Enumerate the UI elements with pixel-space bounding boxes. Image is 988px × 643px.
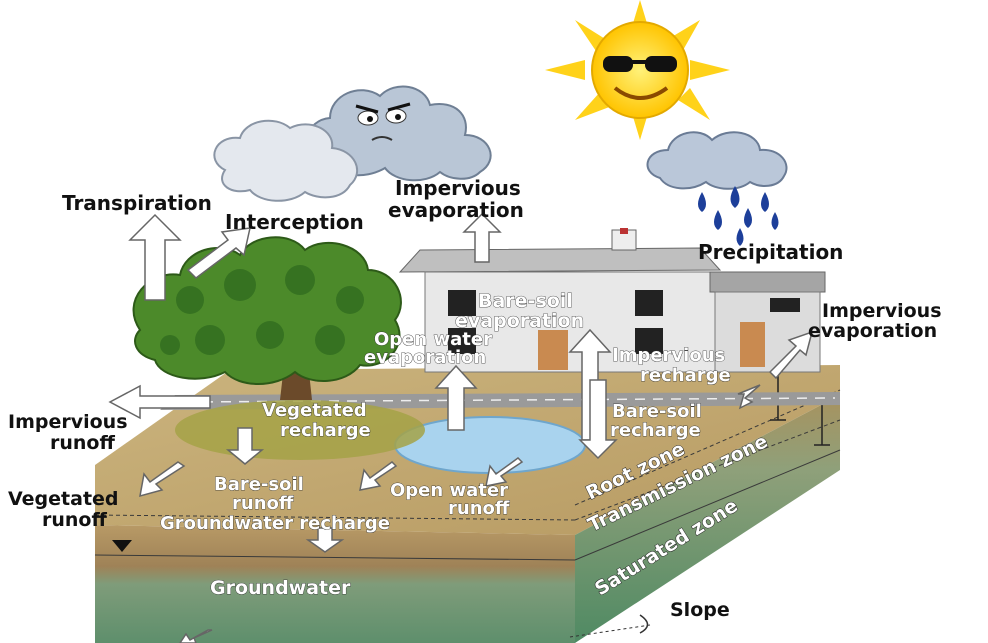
label-bare-soil-recharge-1: Bare-soil xyxy=(612,401,702,422)
label-open-water-runoff-2: runoff xyxy=(448,498,510,519)
lateral-flow-arrow xyxy=(179,629,213,643)
label-groundwater: Groundwater xyxy=(210,577,351,599)
label-bare-soil-evaporation-2: evaporation xyxy=(455,310,584,332)
slope-indicator xyxy=(569,614,651,638)
label-bare-soil-runoff-2: runoff xyxy=(232,493,294,514)
label-vegetated-recharge-2: recharge xyxy=(280,420,371,441)
label-groundwater-recharge: Groundwater recharge xyxy=(160,513,390,534)
label-impervious-evaporation-right-2: evaporation xyxy=(808,320,937,342)
label-precipitation: Precipitation xyxy=(698,240,843,264)
angry-cloud-icon xyxy=(306,85,492,182)
vegetated-recharge-arrow xyxy=(225,427,265,465)
open-water-runoff-arrow xyxy=(485,457,524,487)
house-icon xyxy=(398,228,826,373)
label-impervious-evaporation-top-1: Impervious xyxy=(395,176,521,200)
label-impervious-recharge-2: recharge xyxy=(640,365,731,386)
label-vegetated-runoff-1: Vegetated xyxy=(8,488,119,510)
bare-soil-recharge-arrow xyxy=(578,379,618,460)
label-bare-soil-runoff-1: Bare-soil xyxy=(214,474,304,495)
transpiration-arrow xyxy=(128,213,182,301)
open-water-evaporation-arrow xyxy=(434,364,478,431)
label-interception: Interception xyxy=(225,210,364,234)
label-impervious-evaporation-right-1: Impervious xyxy=(822,300,942,322)
label-open-water-evaporation-1: Open water xyxy=(374,329,492,350)
impervious-evaporation-arrow xyxy=(462,212,502,263)
water-table-icon xyxy=(112,540,132,552)
cloud-puff-icon xyxy=(213,119,359,202)
bare-soil-runoff-arrow xyxy=(359,461,398,491)
groundwater-recharge-arrow xyxy=(305,527,345,553)
label-open-water-evaporation-2: evaporation xyxy=(364,347,486,368)
label-impervious-runoff-1: Impervious xyxy=(8,411,128,433)
label-transpiration: Transpiration xyxy=(62,191,212,215)
smiling-sun-icon xyxy=(545,0,730,140)
label-bare-soil-evaporation-1: Bare-soil xyxy=(478,290,573,312)
label-impervious-recharge-1: Impervious xyxy=(612,345,725,366)
label-slope: Slope xyxy=(670,599,730,621)
vegetated-runoff-arrow xyxy=(139,461,186,498)
label-vegetated-recharge-1: Vegetated xyxy=(262,400,367,421)
impervious-runoff-arrow xyxy=(108,384,211,420)
rain-cloud-icon xyxy=(646,131,788,246)
flux-arrows xyxy=(108,212,814,643)
raindrops-icon xyxy=(698,186,779,246)
label-impervious-evaporation-top-2: evaporation xyxy=(388,198,524,222)
impervious-recharge-arrow xyxy=(737,384,761,410)
label-impervious-runoff-2: runoff xyxy=(50,432,115,454)
label-open-water-runoff-1: Open water xyxy=(390,480,508,501)
interception-arrow xyxy=(186,227,251,279)
label-vegetated-runoff-2: runoff xyxy=(42,509,107,531)
impervious-evaporation-right-arrow xyxy=(768,330,814,380)
label-bare-soil-recharge-2: recharge xyxy=(610,420,701,441)
